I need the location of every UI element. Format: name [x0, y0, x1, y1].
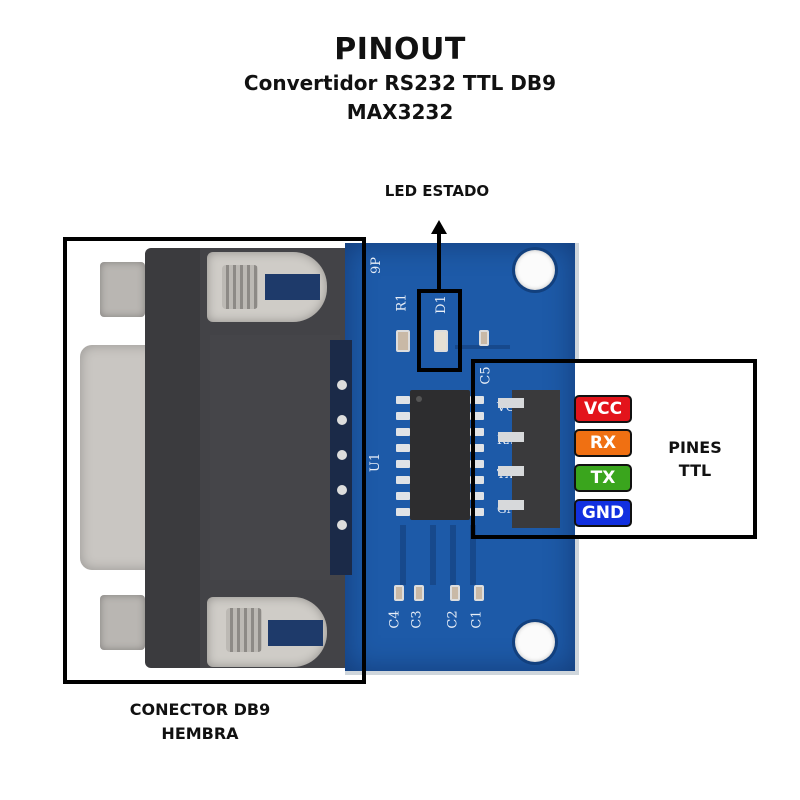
chip-pin	[396, 476, 410, 484]
chip-pin	[470, 492, 484, 500]
pcb-trace	[455, 345, 510, 349]
ttl-pins-highlight-box	[471, 359, 757, 539]
pcb-trace	[450, 525, 456, 585]
capacitor-c4	[394, 585, 404, 601]
chip-pin	[396, 428, 410, 436]
silk-u1: U1	[368, 452, 384, 473]
pcb-trace	[430, 525, 436, 585]
pin1-marker	[416, 396, 422, 402]
chip-name: MAX3232	[346, 100, 454, 124]
header-pin-vcc	[498, 398, 524, 408]
db9-standoff-top	[100, 262, 145, 317]
page-title: PINOUT	[334, 32, 466, 67]
pins-label-line1: PINES	[668, 438, 722, 457]
chip-pin	[470, 428, 484, 436]
chip-pin	[396, 508, 410, 516]
pcb-trace	[470, 525, 476, 585]
pin-badge-vcc: VCC	[574, 395, 632, 423]
db9-pin-housing	[210, 335, 340, 580]
db9-slot-bottom	[268, 620, 323, 646]
db9-standoff-bottom	[100, 595, 145, 650]
capacitor-c5	[479, 330, 489, 346]
connector-label-line1: CONECTOR DB9	[129, 700, 271, 719]
led-arrow-line	[437, 232, 441, 292]
pin-badge-gnd: GND	[574, 499, 632, 527]
chip-pin	[470, 412, 484, 420]
status-led-d1	[434, 330, 448, 352]
db9-pin	[337, 485, 347, 495]
header-pin-tx	[498, 466, 524, 476]
chip-pin	[470, 508, 484, 516]
silk-c2: C2	[445, 610, 461, 629]
chip-pin	[396, 396, 410, 404]
chip-pin	[470, 460, 484, 468]
chip-pin	[470, 476, 484, 484]
connector-label-line2: HEMBRA	[161, 724, 239, 743]
capacitor-c1	[474, 585, 484, 601]
silk-r1: R1	[394, 293, 410, 312]
chip-pin	[470, 444, 484, 452]
db9-pin	[337, 380, 347, 390]
db9-pin	[337, 520, 347, 530]
chip-pin	[396, 412, 410, 420]
arrow-up-icon	[431, 220, 447, 234]
silk-c3: C3	[409, 610, 425, 629]
pin-badge-rx: RX	[574, 429, 632, 457]
pin-badge-tx: TX	[574, 464, 632, 492]
db9-screw-top	[222, 265, 258, 309]
mount-hole-top	[515, 250, 555, 290]
silk-c1: C1	[469, 610, 485, 629]
resistor-r1	[396, 330, 410, 352]
chip-pin	[396, 460, 410, 468]
db9-slot-top	[265, 274, 320, 300]
chip-pin	[470, 396, 484, 404]
led-highlight-box	[417, 289, 462, 372]
mount-hole-bottom	[515, 622, 555, 662]
led-label: LED ESTADO	[384, 182, 490, 200]
db9-screw-bottom	[226, 608, 262, 652]
capacitor-c2	[450, 585, 460, 601]
capacitor-c3	[414, 585, 424, 601]
product-name: Convertidor RS232 TTL DB9	[243, 71, 557, 95]
header-pin-rx	[498, 432, 524, 442]
silk-9p: 9P	[369, 256, 385, 275]
max3232-chip	[410, 390, 470, 520]
db9-pin	[337, 450, 347, 460]
pcb-trace	[400, 525, 406, 585]
pins-label-line2: TTL	[678, 461, 712, 480]
chip-pin	[396, 492, 410, 500]
silk-c4: C4	[387, 610, 403, 629]
db9-pin	[337, 415, 347, 425]
chip-pin	[396, 444, 410, 452]
db9-highlight-box	[63, 237, 366, 684]
db9-shell	[80, 345, 155, 570]
header-pin-gnd	[498, 500, 524, 510]
